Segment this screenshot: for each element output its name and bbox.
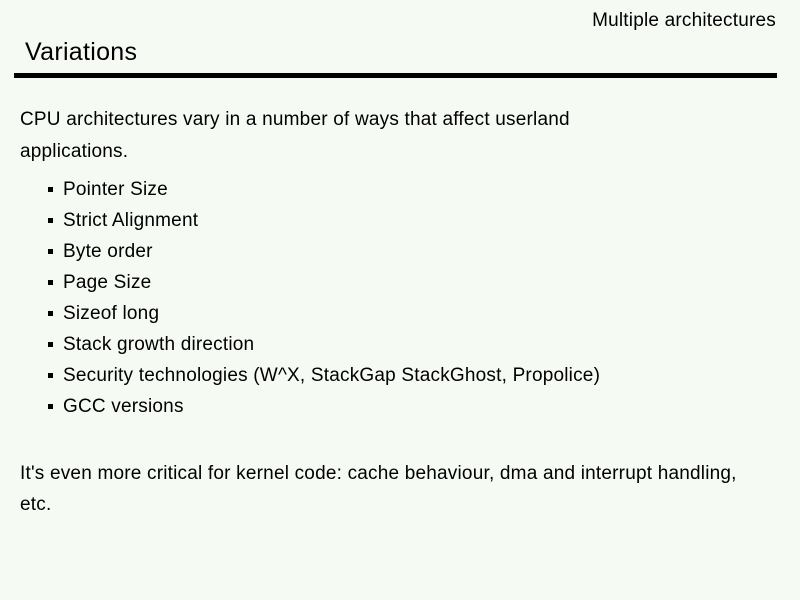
list-item-label: GCC versions (63, 396, 184, 417)
list-item-label: Byte order (63, 241, 153, 262)
intro-paragraph: CPU architectures vary in a number of wa… (20, 109, 570, 162)
variations-bullet-list: Pointer Size Strict Alignment Byte order… (20, 174, 780, 422)
title-underline-rule (14, 73, 777, 78)
list-item-label: Stack growth direction (63, 334, 255, 355)
list-item: Security technologies (W^X, StackGap Sta… (48, 360, 780, 391)
list-item: Stack growth direction (48, 329, 780, 360)
bullet-square-icon (48, 218, 53, 223)
list-item: Sizeof long (48, 298, 780, 329)
list-item-label: Pointer Size (63, 179, 168, 200)
slide-header-right: Multiple architectures (592, 10, 776, 31)
bullet-square-icon (48, 187, 53, 192)
list-item: Byte order (48, 236, 780, 267)
page-title: Variations (25, 38, 138, 66)
list-item-label: Security technologies (W^X, StackGap Sta… (63, 365, 601, 386)
footer-paragraph: It's even more critical for kernel code:… (20, 463, 737, 515)
list-item: Strict Alignment (48, 205, 780, 236)
list-item: GCC versions (48, 391, 780, 422)
bullet-square-icon (48, 404, 53, 409)
list-item-label: Strict Alignment (63, 210, 199, 231)
list-item: Pointer Size (48, 174, 780, 205)
bullet-square-icon (48, 342, 53, 347)
slide-content: CPU architectures vary in a number of wa… (20, 104, 780, 520)
list-item: Page Size (48, 267, 780, 298)
bullet-square-icon (48, 280, 53, 285)
bullet-square-icon (48, 249, 53, 254)
list-item-label: Sizeof long (63, 303, 160, 324)
bullet-square-icon (48, 373, 53, 378)
bullet-square-icon (48, 311, 53, 316)
list-item-label: Page Size (63, 272, 152, 293)
